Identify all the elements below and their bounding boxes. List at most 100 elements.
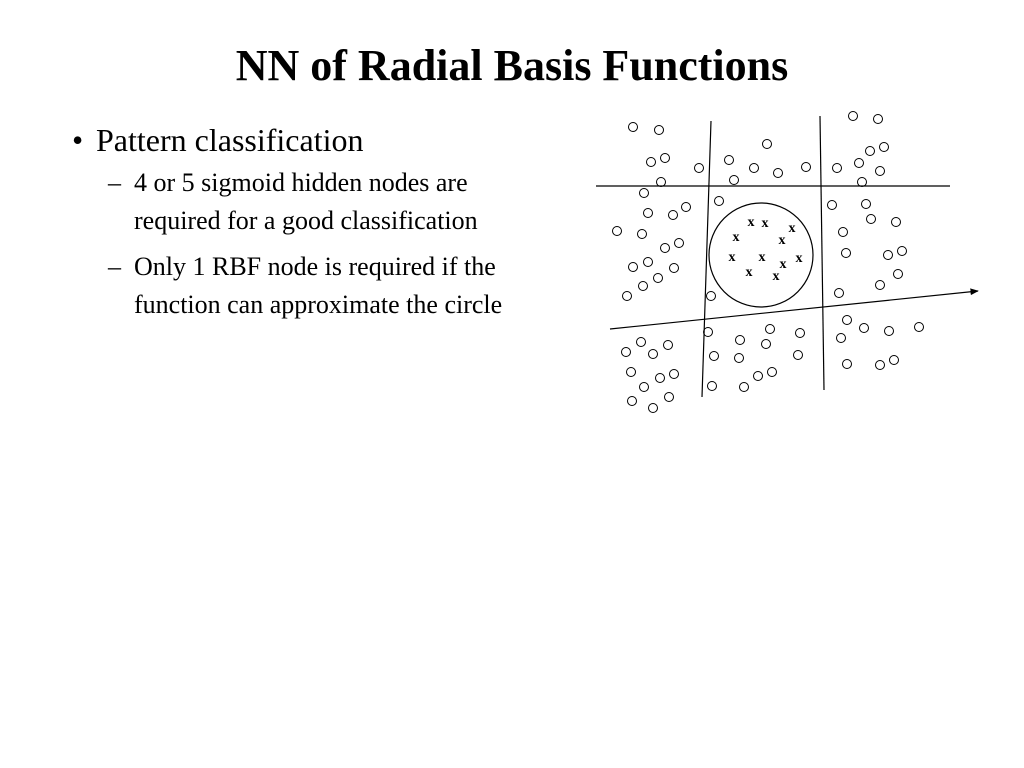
outer-class-point (622, 291, 632, 301)
outer-class-point (714, 196, 724, 206)
outer-class-point (765, 324, 775, 334)
outer-class-point (639, 188, 649, 198)
outer-class-point (889, 355, 899, 365)
outer-class-point (636, 337, 646, 347)
outer-class-point (621, 347, 631, 357)
outer-class-point (795, 328, 805, 338)
outer-class-point (859, 323, 869, 333)
inner-class-point: x (789, 221, 796, 236)
outer-class-point (793, 350, 803, 360)
outer-class-point (724, 155, 734, 165)
outer-class-point (674, 238, 684, 248)
outer-class-point (865, 146, 875, 156)
outer-class-point (628, 122, 638, 132)
inner-class-point: x (733, 230, 740, 245)
outer-class-point (639, 382, 649, 392)
outer-class-point (897, 246, 907, 256)
sub-bullet-text: 4 or 5 sigmoid hidden nodes are required… (134, 168, 478, 235)
outer-class-point (669, 369, 679, 379)
bullet-pattern-classification: • Pattern classification (72, 118, 512, 162)
rbf-circle-boundary (708, 202, 814, 308)
outer-class-point (848, 111, 858, 121)
outer-class-point (637, 229, 647, 239)
left-vertical-boundary-line (701, 120, 712, 398)
outer-class-point (703, 327, 713, 337)
outer-class-point (749, 163, 759, 173)
outer-class-point (842, 359, 852, 369)
arrow-boundary-line (609, 288, 979, 330)
outer-class-point (842, 315, 852, 325)
outer-class-point (891, 217, 901, 227)
inner-class-point: x (773, 269, 780, 284)
outer-class-point (627, 396, 637, 406)
outer-class-point (773, 168, 783, 178)
outer-class-point (628, 262, 638, 272)
outer-class-point (660, 243, 670, 253)
outer-class-point (753, 371, 763, 381)
outer-class-point (681, 202, 691, 212)
outer-class-point (648, 403, 658, 413)
inner-class-point: x (780, 257, 787, 272)
sub-bullet-text: Only 1 RBF node is required if the funct… (134, 252, 503, 319)
outer-class-point (866, 214, 876, 224)
outer-class-point (914, 322, 924, 332)
outer-class-point (841, 248, 851, 258)
outer-class-point (648, 349, 658, 359)
outer-class-point (875, 280, 885, 290)
outer-class-point (660, 153, 670, 163)
outer-class-point (654, 125, 664, 135)
inner-class-point: x (748, 215, 755, 230)
outer-class-point (729, 175, 739, 185)
outer-class-point (707, 381, 717, 391)
inner-class-point: x (762, 216, 769, 231)
outer-class-point (655, 373, 665, 383)
outer-class-point (638, 281, 648, 291)
inner-class-point: x (729, 250, 736, 265)
outer-class-point (832, 163, 842, 173)
outer-class-point (626, 367, 636, 377)
outer-class-point (739, 382, 749, 392)
outer-class-points (612, 111, 924, 413)
outer-class-point (664, 392, 674, 402)
right-vertical-boundary-line (819, 115, 825, 391)
outer-class-point (663, 340, 673, 350)
inner-class-point: x (746, 265, 753, 280)
bullet-marker: • (72, 122, 84, 158)
outer-class-point (612, 226, 622, 236)
outer-class-point (762, 139, 772, 149)
sub-bullet-sigmoid: – 4 or 5 sigmoid hidden nodes are requir… (108, 164, 512, 240)
outer-class-point (875, 360, 885, 370)
outer-class-point (761, 339, 771, 349)
outer-class-point (643, 208, 653, 218)
outer-class-point (854, 158, 864, 168)
inner-class-point: x (779, 233, 786, 248)
outer-class-point (735, 335, 745, 345)
outer-class-point (709, 351, 719, 361)
outer-class-point (767, 367, 777, 377)
outer-class-point (669, 263, 679, 273)
outer-class-point (838, 227, 848, 237)
inner-class-point: x (759, 250, 766, 265)
sub-bullet-rbf: – Only 1 RBF node is required if the fun… (108, 248, 512, 324)
bullet-text: Pattern classification (96, 122, 364, 158)
outer-class-point (694, 163, 704, 173)
outer-class-point (857, 177, 867, 187)
outer-class-point (834, 288, 844, 298)
outer-class-point (734, 353, 744, 363)
outer-class-point (879, 142, 889, 152)
outer-class-point (893, 269, 903, 279)
outer-class-point (706, 291, 716, 301)
outer-class-point (883, 250, 893, 260)
outer-class-point (884, 326, 894, 336)
bullet-list: • Pattern classification – 4 or 5 sigmoi… (72, 118, 512, 332)
outer-class-point (656, 177, 666, 187)
dash-marker: – (108, 168, 121, 197)
outer-class-point (827, 200, 837, 210)
outer-class-point (668, 210, 678, 220)
outer-class-point (643, 257, 653, 267)
inner-class-point: x (796, 251, 803, 266)
outer-class-point (801, 162, 811, 172)
dash-marker: – (108, 252, 121, 281)
